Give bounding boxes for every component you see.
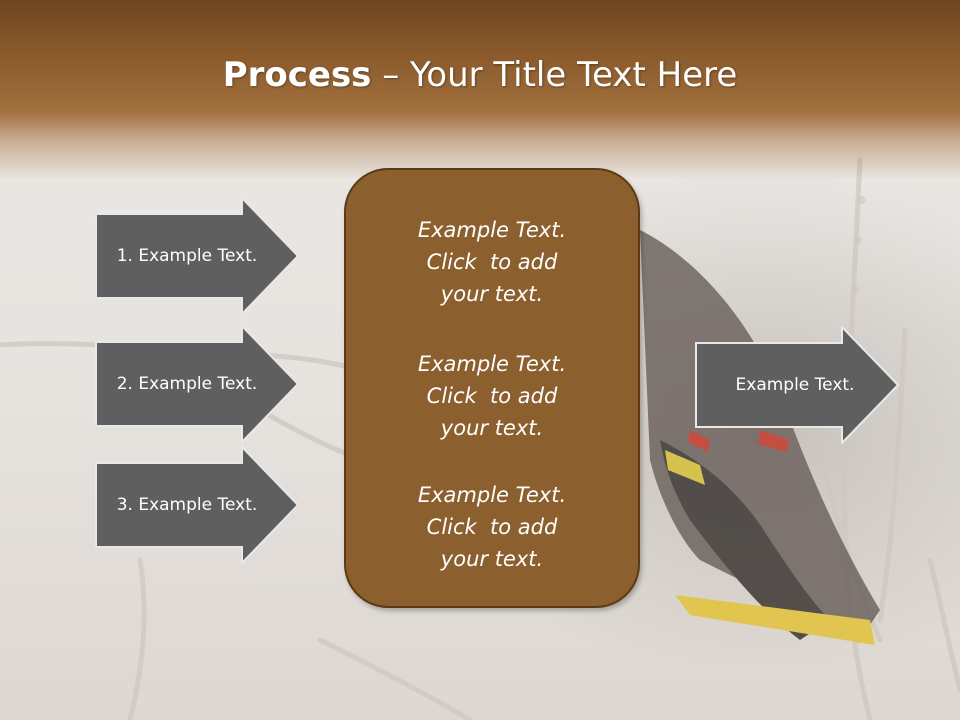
arrow-shape-3 (95, 446, 300, 564)
arrow-shape-1 (95, 197, 300, 315)
output-arrow: Example Text. (695, 326, 900, 444)
output-arrow-label: Example Text. (735, 375, 855, 395)
input-arrow-3: 3. Example Text. (95, 446, 300, 564)
input-arrow-2: 2. Example Text. (95, 325, 300, 443)
process-box: Example Text. Click to add your text. Ex… (344, 168, 640, 608)
title-rest: – Your Title Text Here (371, 55, 738, 95)
title-bold: Process (222, 55, 372, 95)
output-arrow-shape (695, 326, 900, 444)
header-band (0, 0, 960, 180)
arrow-shape-2 (95, 325, 300, 443)
input-arrow-1: 1. Example Text. (95, 197, 300, 315)
input-arrow-label: 3. Example Text. (116, 495, 258, 515)
slide-title: Process – Your Title Text Here (0, 50, 960, 100)
process-paragraph-3: Example Text. Click to add your text. (417, 483, 567, 571)
process-paragraph-2: Example Text. Click to add your text. (417, 352, 567, 440)
input-arrow-label: 1. Example Text. (116, 246, 258, 266)
process-paragraph-1: Example Text. Click to add your text. (417, 218, 567, 306)
input-arrow-label: 2. Example Text. (116, 374, 258, 394)
